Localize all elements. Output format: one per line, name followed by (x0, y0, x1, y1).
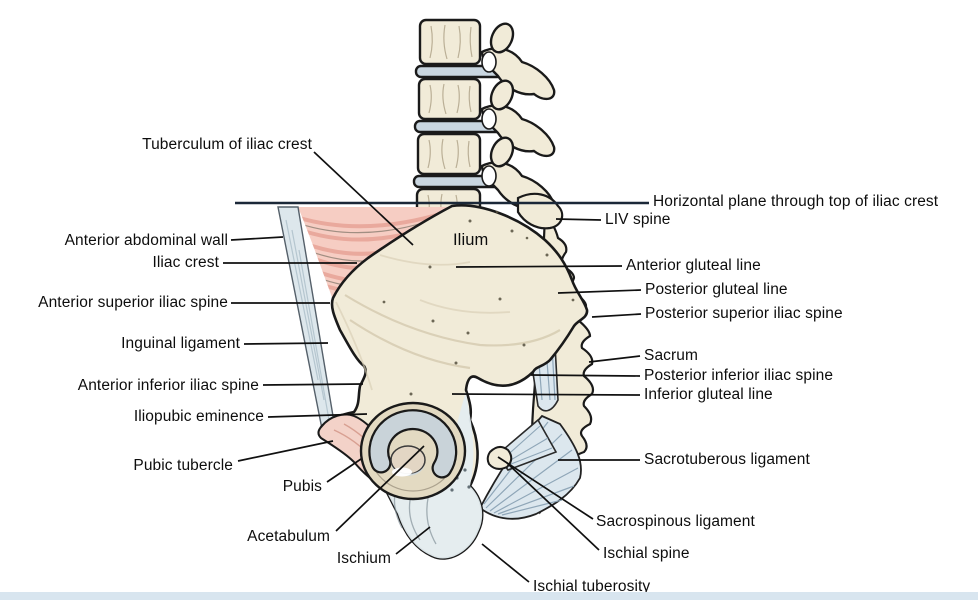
label-pubis: Pubis (282, 478, 322, 495)
leader-liv-spine (555, 218, 602, 221)
leader-iliopubic-eminence (267, 413, 368, 418)
footer-strip (0, 592, 978, 600)
label-posterior-gluteal-line: Posterior gluteal line (645, 281, 788, 298)
label-ilium: Ilium (453, 231, 489, 249)
leader-acetabulum (335, 445, 425, 532)
label-anterior-superior-iliac-spine: Anterior superior iliac spine (38, 294, 228, 311)
label-ischium: Ischium (336, 550, 391, 567)
label-tuberculum-of-iliac-crest: Tuberculum of iliac crest (142, 136, 312, 153)
leader-inferior-gluteal-line (451, 393, 641, 396)
leader-pubis (326, 458, 362, 483)
leader-anterior-abdominal-wall (230, 236, 284, 241)
label-sacrospinous-ligament: Sacrospinous ligament (596, 513, 755, 530)
acetabulum (359, 401, 467, 501)
label-liv-spine: LIV spine (605, 211, 671, 228)
leader-psis (591, 313, 642, 318)
foramina (481, 51, 497, 187)
vertebra-texture (426, 24, 473, 225)
leader-piis (530, 374, 641, 377)
label-anterior-inferior-iliac-spine: Anterior inferior iliac spine (77, 377, 259, 394)
leader-ischial-tuberosity (481, 543, 530, 583)
label-acetabulum: Acetabulum (247, 528, 330, 545)
leader-aiis (262, 383, 364, 386)
label-iliac-crest: Iliac crest (152, 254, 219, 271)
leader-inguinal-ligament (243, 342, 329, 345)
liv-spinous-process (516, 192, 564, 230)
leader-pubic-tubercle (237, 440, 334, 462)
leader-ischial-spine (506, 462, 600, 551)
label-pubic-tubercle: Pubic tubercle (133, 457, 233, 474)
label-ischial-tuberosity: Ischial tuberosity (533, 578, 651, 595)
leader-tuberculum (313, 151, 414, 246)
label-inguinal-ligament: Inguinal ligament (121, 335, 240, 352)
label-inferior-gluteal-line: Inferior gluteal line (644, 386, 773, 403)
label-anterior-gluteal-line: Anterior gluteal line (626, 257, 761, 274)
label-sacrum: Sacrum (644, 347, 699, 364)
leader-sacrospinous (497, 456, 594, 520)
label-iliopubic-eminence: Iliopubic eminence (133, 408, 264, 425)
label-horizontal-plane: Horizontal plane through top of iliac cr… (653, 193, 939, 210)
label-ischial-spine: Ischial spine (603, 545, 690, 562)
leader-sacrum (588, 355, 641, 363)
leader-anterior-gluteal-line (455, 265, 623, 268)
leader-posterior-gluteal-line (557, 289, 642, 294)
leader-ischium (395, 526, 431, 555)
ilium-texture (335, 210, 575, 396)
label-anterior-abdominal-wall: Anterior abdominal wall (64, 232, 228, 249)
inguinal-ligament-fibers (285, 219, 330, 421)
label-posterior-inferior-iliac-spine: Posterior inferior iliac spine (644, 367, 834, 384)
leader-lines (223, 151, 642, 583)
label-sacrotuberous-ligament: Sacrotuberous ligament (644, 451, 810, 468)
label-posterior-superior-iliac-spine: Posterior superior iliac spine (645, 305, 843, 322)
